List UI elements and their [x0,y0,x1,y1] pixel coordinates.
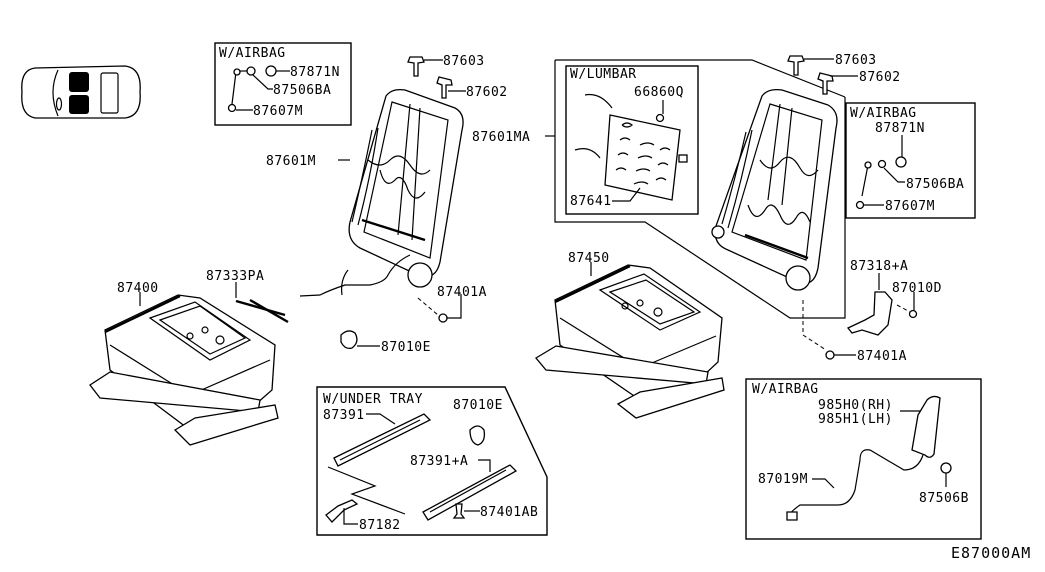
part-label[interactable]: 87401A [857,349,907,364]
bolt-87603-left: 87603 [407,54,485,77]
part-label[interactable]: 985H0(RH) [818,398,893,413]
part-label[interactable]: 87871N [290,65,340,80]
part-label[interactable]: 87603 [835,53,877,68]
part-label[interactable]: 87603 [443,54,485,69]
clip-87010E-left: 87010E [340,330,431,355]
seat-highlight-rear-icon [69,95,89,114]
part-label[interactable]: 87602 [466,85,508,100]
seat-back-frame-left [299,88,464,297]
part-label[interactable]: 87010E [453,398,503,413]
recliner-icon [785,265,811,291]
part-label[interactable]: 66860Q [634,85,684,100]
bolt-87401A-left: 87401A [417,285,487,323]
under-tray-box: W/UNDER TRAY 87391 87010E 87391+A 87401A… [316,386,548,536]
part-label[interactable]: 87871N [875,121,925,136]
part-label[interactable]: 87318+A [850,259,908,274]
collar-icon [265,65,277,77]
part-label[interactable]: 87607M [885,199,935,214]
collar-icon [940,462,952,474]
seat-cushion-frame-right [535,262,725,419]
nut-icon [877,159,887,169]
part-label[interactable]: 87506B [919,491,969,506]
right-assembly-outline [545,59,846,319]
part-label[interactable]: 87019M [758,472,808,487]
airbag-box-bottom-right: W/AIRBAG 985H0(RH) 985H1(LH) 87019M 8750… [745,378,982,540]
cable-87333PA [235,282,289,324]
part-label[interactable]: 87607M [253,104,303,119]
connector-icon [786,511,798,521]
part-label[interactable]: 87601M [266,154,316,169]
part-label[interactable]: 87333PA [206,269,264,284]
part-label[interactable]: 87401AB [480,505,538,520]
group-title: W/AIRBAG [752,382,819,397]
airbag-box-top-right: W/AIRBAG 87871N 87506BA 87607M [845,102,976,219]
group-title: W/LUMBAR [570,67,637,82]
collar-icon [895,156,907,168]
vehicle-locator-icon [21,65,141,119]
recliner-icon [407,262,433,288]
part-label[interactable]: 87391 [323,408,365,423]
part-label[interactable]: 87401A [437,285,487,300]
group-title: W/AIRBAG [850,106,917,121]
part-label[interactable]: 87391+A [410,454,468,469]
airbag-box-top-left: W/AIRBAG 87871N 87506BA 87607M [214,42,352,126]
part-label[interactable]: 985H1(LH) [818,412,893,427]
lumbar-box: W/LUMBAR 66860Q 87641 [565,65,699,215]
part-label[interactable]: 87641 [570,194,612,209]
part-label[interactable]: 87010D [892,281,942,296]
part-label[interactable]: 87506BA [273,83,331,98]
seat-cushion-frame-left [89,292,279,446]
part-label[interactable]: 87182 [359,518,401,533]
bolt-icon [452,503,466,519]
bolt-87603-right: 87603 [787,53,877,76]
bracket-icon [325,499,359,523]
part-label[interactable]: 87602 [859,70,901,85]
under-tray-rail [422,464,518,521]
diagram-reference-code: E87000AM [951,544,1031,562]
nut-icon [246,66,256,76]
group-title: W/AIRBAG [219,46,286,61]
airbag-module-icon [911,395,941,458]
seat-highlight-front-icon [69,72,89,92]
group-title: W/UNDER TRAY [323,392,423,407]
part-label[interactable]: 87601MA [472,130,530,145]
bracket-87318A: 87318+A 87010D [846,259,942,336]
part-label[interactable]: 87450 [568,251,610,266]
clip-icon [469,425,486,446]
part-label[interactable]: 87010E [381,340,431,355]
lumbar-screw-icon [655,113,665,123]
bolt-87401A-right: 87401A [802,300,907,364]
bolt-87602-right: 87602 [817,70,901,95]
bolt-87602-left: 87602 [436,76,508,100]
part-label[interactable]: 87400 [117,281,159,296]
part-label[interactable]: 87506BA [906,177,964,192]
seat-back-frame-right [711,88,838,291]
